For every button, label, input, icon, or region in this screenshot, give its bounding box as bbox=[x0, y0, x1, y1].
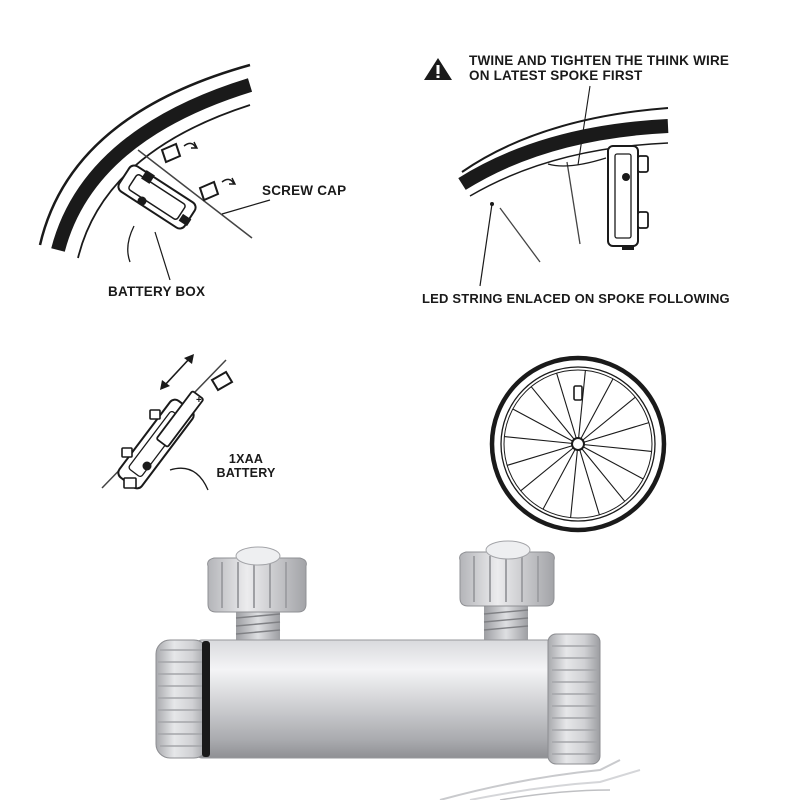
warning-line-1: TWINE AND TIGHTEN THE THINK WIRE bbox=[469, 53, 730, 68]
wheel-spoke bbox=[577, 443, 652, 452]
led-string-label: LED STRING ENLACED ON SPOKE FOLLOWING bbox=[422, 291, 730, 306]
warning-instruction: TWINE AND TIGHTEN THE THINK WIRE ON LATE… bbox=[469, 53, 729, 83]
screw-cap-label: SCREW CAP bbox=[262, 183, 347, 198]
warning-triangle-icon bbox=[424, 58, 452, 80]
right-knob bbox=[459, 540, 555, 642]
battery-type-line-2: BATTERY bbox=[216, 466, 276, 480]
warning-line-2: ON LATEST SPOKE FIRST bbox=[469, 68, 643, 83]
wheel-spoke bbox=[577, 378, 614, 445]
battery-type-line-1: 1XAA bbox=[228, 452, 264, 466]
wheel-spoke bbox=[542, 443, 579, 510]
battery-insert-illustration bbox=[101, 354, 234, 491]
wheel-spoke bbox=[577, 422, 650, 445]
battery-box-sketch-vertical bbox=[607, 145, 649, 250]
wheel-illustration bbox=[489, 355, 667, 533]
wheel-spoke bbox=[512, 408, 579, 445]
battery-box-sketch bbox=[117, 164, 197, 263]
screw-cap-sketch bbox=[160, 141, 237, 202]
left-knob bbox=[207, 546, 307, 644]
wheel-spoke bbox=[577, 443, 600, 516]
battery-plus-mark: + bbox=[196, 395, 203, 406]
wheel-spoke bbox=[556, 372, 579, 445]
wheel-spoke bbox=[570, 443, 579, 518]
wheel-spoke bbox=[577, 443, 626, 502]
double-arrow-icon bbox=[160, 354, 194, 390]
battery-type-label: 1XAA BATTERY bbox=[208, 452, 284, 480]
product-photo bbox=[155, 540, 641, 800]
wheel-spoke bbox=[577, 370, 586, 445]
wheel-spoke bbox=[504, 436, 579, 445]
spoke-wire-illustration bbox=[424, 58, 669, 287]
wheel-spoke bbox=[577, 443, 644, 480]
rim-battery-box-illustration bbox=[38, 63, 271, 281]
battery-box-label: BATTERY BOX bbox=[108, 284, 206, 299]
wheel-spoke bbox=[520, 443, 579, 492]
wheel-spoke bbox=[577, 396, 636, 445]
wheel-spoke bbox=[506, 443, 579, 466]
wheel-spoke bbox=[530, 386, 579, 445]
